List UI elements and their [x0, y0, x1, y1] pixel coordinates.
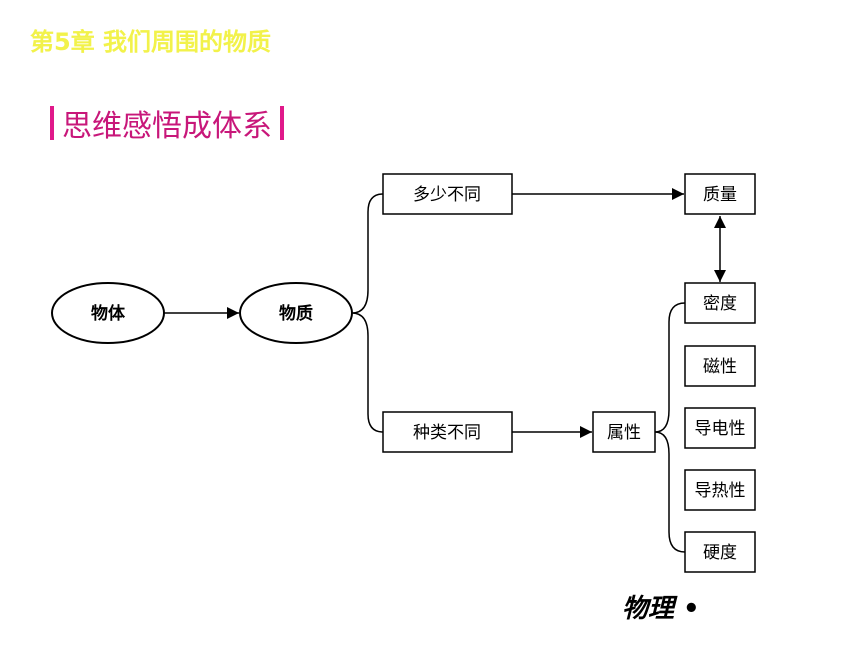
node-mass: 质量	[684, 173, 756, 215]
node-mass-label: 质量	[703, 185, 737, 205]
node-substance: 物质	[239, 282, 353, 344]
node-property: 属性	[592, 411, 656, 453]
node-hardness-label: 硬度	[703, 543, 737, 563]
node-thermal-conductivity-label: 导热性	[695, 481, 746, 501]
node-density-label: 密度	[703, 294, 737, 314]
footer-subject: 物理 •	[622, 594, 700, 624]
node-electrical-conductivity: 导电性	[684, 407, 756, 449]
node-amount-differs: 多少不同	[382, 173, 513, 215]
node-substance-label: 物质	[279, 303, 313, 324]
chapter-title: 第5章 我们周围的物质	[30, 28, 272, 56]
node-magnetism: 磁性	[684, 345, 756, 387]
section-bar-left	[50, 106, 54, 140]
node-kind-differs-label: 种类不同	[413, 423, 481, 443]
brace-property	[654, 302, 686, 553]
node-amount-differs-label: 多少不同	[413, 185, 481, 205]
node-hardness: 硬度	[684, 531, 756, 573]
node-object-label: 物体	[91, 303, 126, 324]
section-title: 思维感悟成体系	[62, 109, 272, 144]
node-electrical-conductivity-label: 导电性	[695, 419, 746, 439]
node-magnetism-label: 磁性	[703, 357, 737, 377]
node-property-label: 属性	[607, 423, 641, 443]
section-bar-right	[280, 106, 284, 140]
node-kind-differs: 种类不同	[382, 411, 513, 453]
node-density: 密度	[684, 282, 756, 324]
node-object: 物体	[51, 282, 165, 344]
node-thermal-conductivity: 导热性	[684, 469, 756, 511]
section-heading: 思维感悟成体系	[50, 101, 284, 145]
brace-substance	[351, 193, 384, 433]
